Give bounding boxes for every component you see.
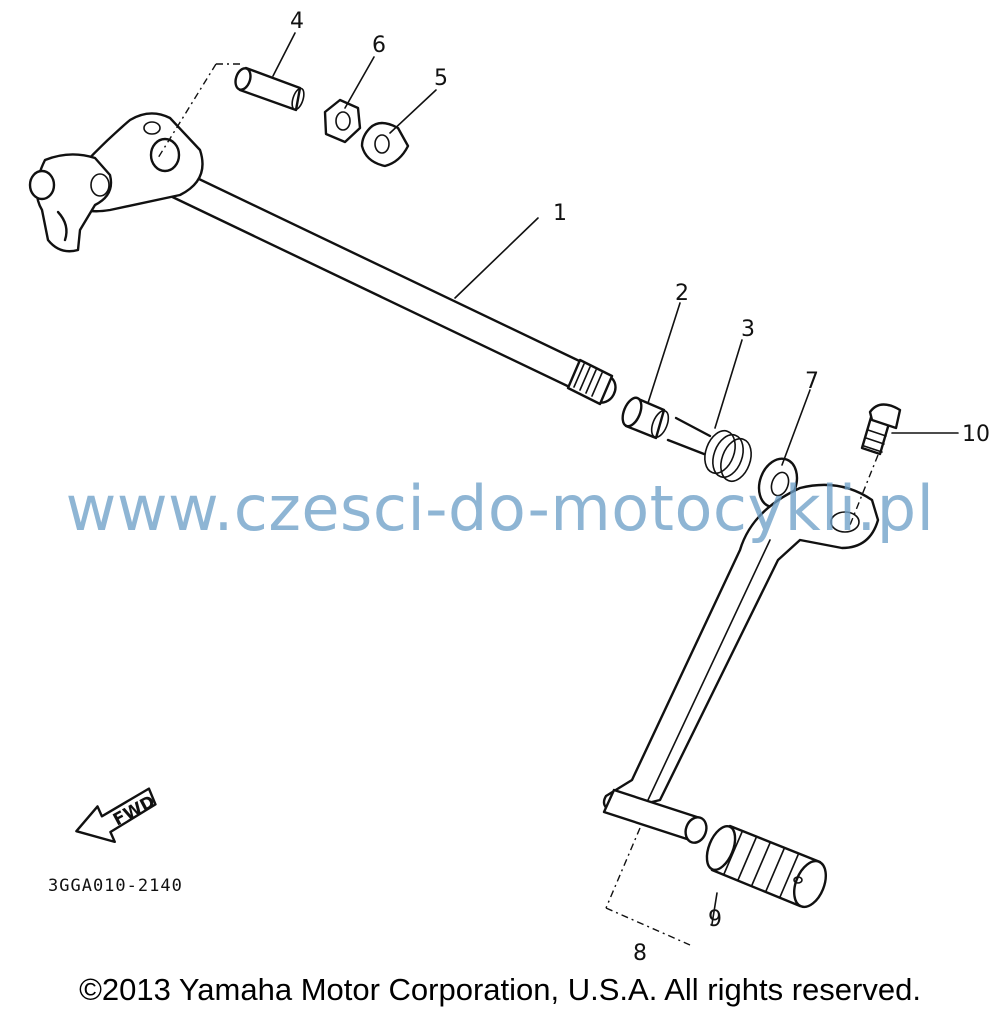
callout-9: 9 <box>708 907 722 932</box>
callout-4: 4 <box>290 9 304 34</box>
copyright-notice: ©2013 Yamaha Motor Corporation, U.S.A. A… <box>79 972 921 1007</box>
callout-10: 10 <box>962 422 990 447</box>
shift-arm-pawl <box>28 112 204 253</box>
callout-6: 6 <box>372 33 386 58</box>
footpeg-rubber-part-9 <box>705 824 827 909</box>
callout-labels: 1 2 3 4 5 6 7 8 9 10 <box>290 9 990 966</box>
fwd-arrow: FWD <box>75 787 159 844</box>
callout-3: 3 <box>741 317 755 342</box>
bolt-part-10 <box>860 403 902 456</box>
collar-part-2 <box>621 396 670 440</box>
nut-part-6 <box>323 98 362 144</box>
pin-part-4 <box>234 66 305 112</box>
shift-lever <box>602 483 880 844</box>
drawing-code: 3GGA010-2140 <box>48 876 183 896</box>
leader-lines <box>157 32 959 946</box>
shift-shaft <box>160 166 617 406</box>
circlip-part-5 <box>360 121 410 168</box>
callout-2: 2 <box>675 281 689 306</box>
callout-1: 1 <box>553 201 567 226</box>
callout-8: 8 <box>633 941 647 966</box>
torsion-spring-part-3 <box>666 416 752 483</box>
callout-5: 5 <box>434 66 448 91</box>
callout-7: 7 <box>805 369 819 394</box>
